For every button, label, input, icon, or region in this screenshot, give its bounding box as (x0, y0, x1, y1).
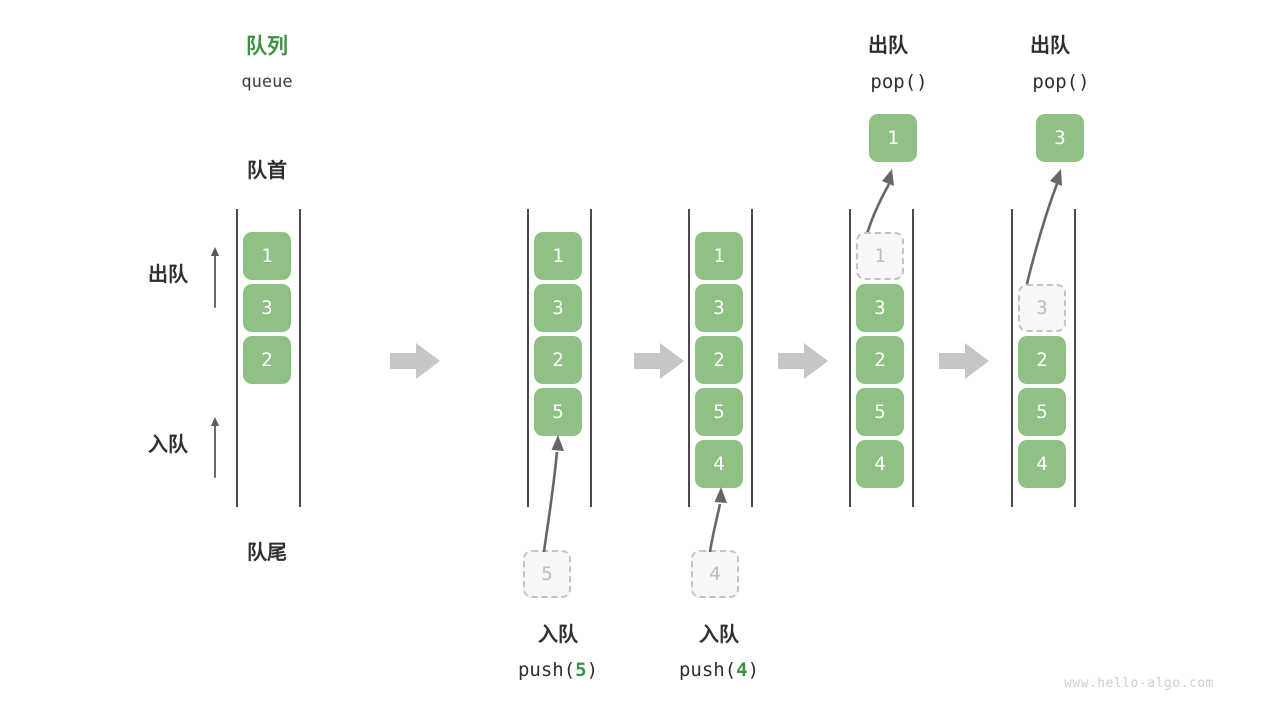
queue-cell: 2 (1018, 336, 1066, 384)
push-code-prefix: push( (678, 659, 737, 681)
pop-header-cjk-1: 出队 (868, 35, 908, 57)
push-caption-cjk-2: 入队 (699, 624, 739, 646)
push-caption-code-2: push(4) (679, 661, 759, 680)
push-code-value: 5 (575, 659, 587, 681)
right-block-arrow-icon (939, 343, 989, 379)
up-arrow-icon-dequeue (210, 247, 220, 308)
right-block-arrow-icon (634, 343, 684, 379)
queue-cell-new: 5 (534, 388, 582, 436)
queue-rail-right-2 (590, 209, 592, 507)
up-arrow-icon-enqueue (210, 417, 220, 478)
diagram-title-latin: queue (241, 72, 293, 92)
curved-arrow-icon-push-5 (542, 435, 564, 553)
queue-rail-left-4 (849, 209, 851, 507)
queue-cell: 4 (1018, 440, 1066, 488)
queue-rail-left-3 (688, 209, 690, 507)
queue-cell: 4 (856, 440, 904, 488)
push-caption-cjk-1: 入队 (538, 624, 578, 646)
pop-header-cjk-2: 出队 (1030, 35, 1070, 57)
queue-cell: 5 (856, 388, 904, 436)
right-block-arrow-icon (778, 343, 828, 379)
queue-cell-removed: 1 (856, 232, 904, 280)
queue-rail-right-3 (751, 209, 753, 507)
push-code-value: 4 (736, 659, 748, 681)
queue-cell: 2 (243, 336, 291, 384)
queue-cell: 3 (856, 284, 904, 332)
incoming-element-ghost: 5 (523, 550, 571, 598)
watermark: www.hello-algo.com (1064, 676, 1214, 691)
popped-element: 1 (869, 114, 917, 162)
queue-cell: 1 (695, 232, 743, 280)
queue-rail-right-1 (299, 209, 301, 507)
push-caption-code-1: push(5) (518, 661, 598, 680)
queue-cell: 1 (534, 232, 582, 280)
curved-arrow-icon-push-4 (708, 487, 727, 553)
queue-rail-right-4 (912, 209, 914, 507)
dequeue-direction-label: 出队 (148, 264, 188, 286)
queue-cell: 5 (1018, 388, 1066, 436)
queue-rail-left-5 (1011, 209, 1013, 507)
push-code-suffix: ) (586, 659, 599, 681)
queue-cell: 5 (695, 388, 743, 436)
pop-header-code-1: pop() (870, 71, 928, 93)
queue-cell: 3 (243, 284, 291, 332)
queue-front-label: 队首 (247, 160, 287, 182)
queue-cell: 1 (243, 232, 291, 280)
popped-element: 3 (1036, 114, 1084, 162)
queue-rear-label: 队尾 (247, 542, 287, 564)
curved-arrow-icon-pop-2 (1023, 169, 1062, 293)
queue-cell: 3 (695, 284, 743, 332)
queue-cell: 2 (534, 336, 582, 384)
right-block-arrow-icon (390, 343, 440, 379)
pop-header-code-2: pop() (1032, 71, 1090, 93)
queue-cell-removed: 3 (1018, 284, 1066, 332)
push-code-prefix: push( (517, 659, 576, 681)
enqueue-direction-label: 入队 (148, 434, 188, 456)
incoming-element-ghost: 4 (691, 550, 739, 598)
queue-cell-new: 4 (695, 440, 743, 488)
queue-rail-right-5 (1074, 209, 1076, 507)
diagram-title-cjk: 队列 (246, 35, 288, 58)
queue-cell: 3 (534, 284, 582, 332)
queue-rail-left-1 (236, 209, 238, 507)
push-code-suffix: ) (747, 659, 760, 681)
queue-cell: 2 (695, 336, 743, 384)
queue-cell: 2 (856, 336, 904, 384)
queue-rail-left-2 (527, 209, 529, 507)
curved-arrow-icon-pop-1 (864, 169, 894, 239)
